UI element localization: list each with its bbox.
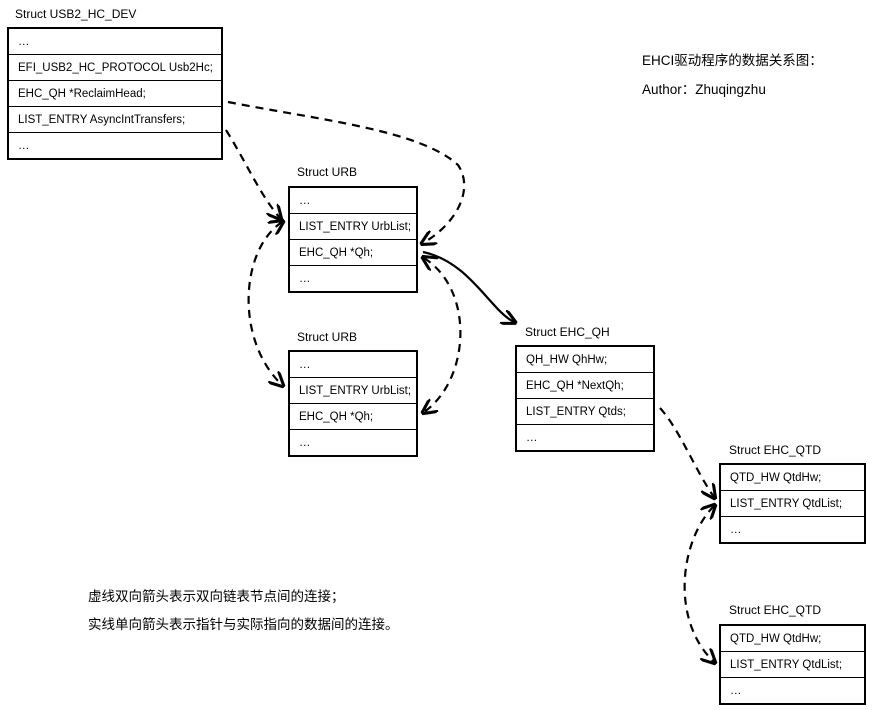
struct-field: … <box>730 685 742 697</box>
reclaimhead-to-urb-qh-arrow <box>227 100 466 243</box>
struct-ehc-qh: QH_HW QhHw; EHC_QH *NextQh; LIST_ENTRY Q… <box>515 345 655 452</box>
struct-title-ehc-qh: Struct EHC_QH <box>525 325 610 339</box>
struct-field: QTD_HW QtdHw; <box>721 626 864 652</box>
struct-title-ehc-qtd-2: Struct EHC_QTD <box>729 603 822 617</box>
diagram-title: EHCI驱动程序的数据关系图： <box>642 53 823 68</box>
struct-field: LIST_ENTRY Qtds; <box>517 399 653 425</box>
struct-field: … <box>299 437 311 449</box>
struct-title-urb-1: Struct URB <box>297 165 358 179</box>
asyncinttransfers-to-urblist-arrow <box>225 129 280 218</box>
struct-field: … <box>290 352 416 378</box>
struct-usb2-hc-dev: … EFI_USB2_HC_PROTOCOL Usb2Hc; EHC_QH *R… <box>7 27 223 160</box>
author-label: Author：Zhuqingzhu <box>642 82 766 97</box>
qh-double-link-arrow <box>424 258 462 412</box>
struct-field: … <box>18 140 30 152</box>
struct-title-usb2-hc-dev: Struct USB2_HC_DEV <box>15 7 137 21</box>
struct-field: LIST_ENTRY AsyncIntTransfers; <box>9 107 221 133</box>
struct-field: … <box>9 29 221 55</box>
struct-field: EHC_QH *Qh; <box>290 404 416 430</box>
struct-field: EFI_USB2_HC_PROTOCOL Usb2Hc; <box>9 55 221 81</box>
struct-urb-2: … LIST_ENTRY UrbList; EHC_QH *Qh; … <box>288 350 418 457</box>
struct-field: LIST_ENTRY UrbList; <box>290 378 416 404</box>
struct-field: LIST_ENTRY UrbList; <box>290 214 416 240</box>
struct-field: QTD_HW QtdHw; <box>721 465 864 491</box>
legend-solid-text: 实线单向箭头表示指针与实际指向的数据间的连接。 <box>88 617 399 632</box>
struct-field: LIST_ENTRY QtdList; <box>721 652 864 678</box>
struct-field: LIST_ENTRY QtdList; <box>721 491 864 517</box>
struct-ehc-qtd-2: QTD_HW QtdHw; LIST_ENTRY QtdList; … <box>719 624 866 705</box>
struct-field: QH_HW QhHw; <box>517 347 653 373</box>
urblist-double-link-arrow <box>247 222 282 385</box>
urb-qh-to-ehc-qh-arrow <box>422 250 514 322</box>
struct-field: … <box>290 188 416 214</box>
struct-field: … <box>526 432 538 444</box>
struct-title-ehc-qtd-1: Struct EHC_QTD <box>729 443 822 457</box>
struct-field: EHC_QH *ReclaimHead; <box>9 81 221 107</box>
struct-title-urb-2: Struct URB <box>297 330 358 344</box>
struct-urb-1: … LIST_ENTRY UrbList; EHC_QH *Qh; … <box>288 186 418 293</box>
struct-field: … <box>730 524 742 536</box>
qtdlist-double-link-arrow <box>683 506 714 662</box>
struct-field: EHC_QH *NextQh; <box>517 373 653 399</box>
struct-ehc-qtd-1: QTD_HW QtdHw; LIST_ENTRY QtdList; … <box>719 463 866 544</box>
struct-field: EHC_QH *Qh; <box>290 240 416 266</box>
struct-field: … <box>299 273 311 285</box>
legend-dashed-text: 虚线双向箭头表示双向链表节点间的连接； <box>88 589 345 604</box>
qtds-to-qtdlist-arrow <box>659 407 714 497</box>
